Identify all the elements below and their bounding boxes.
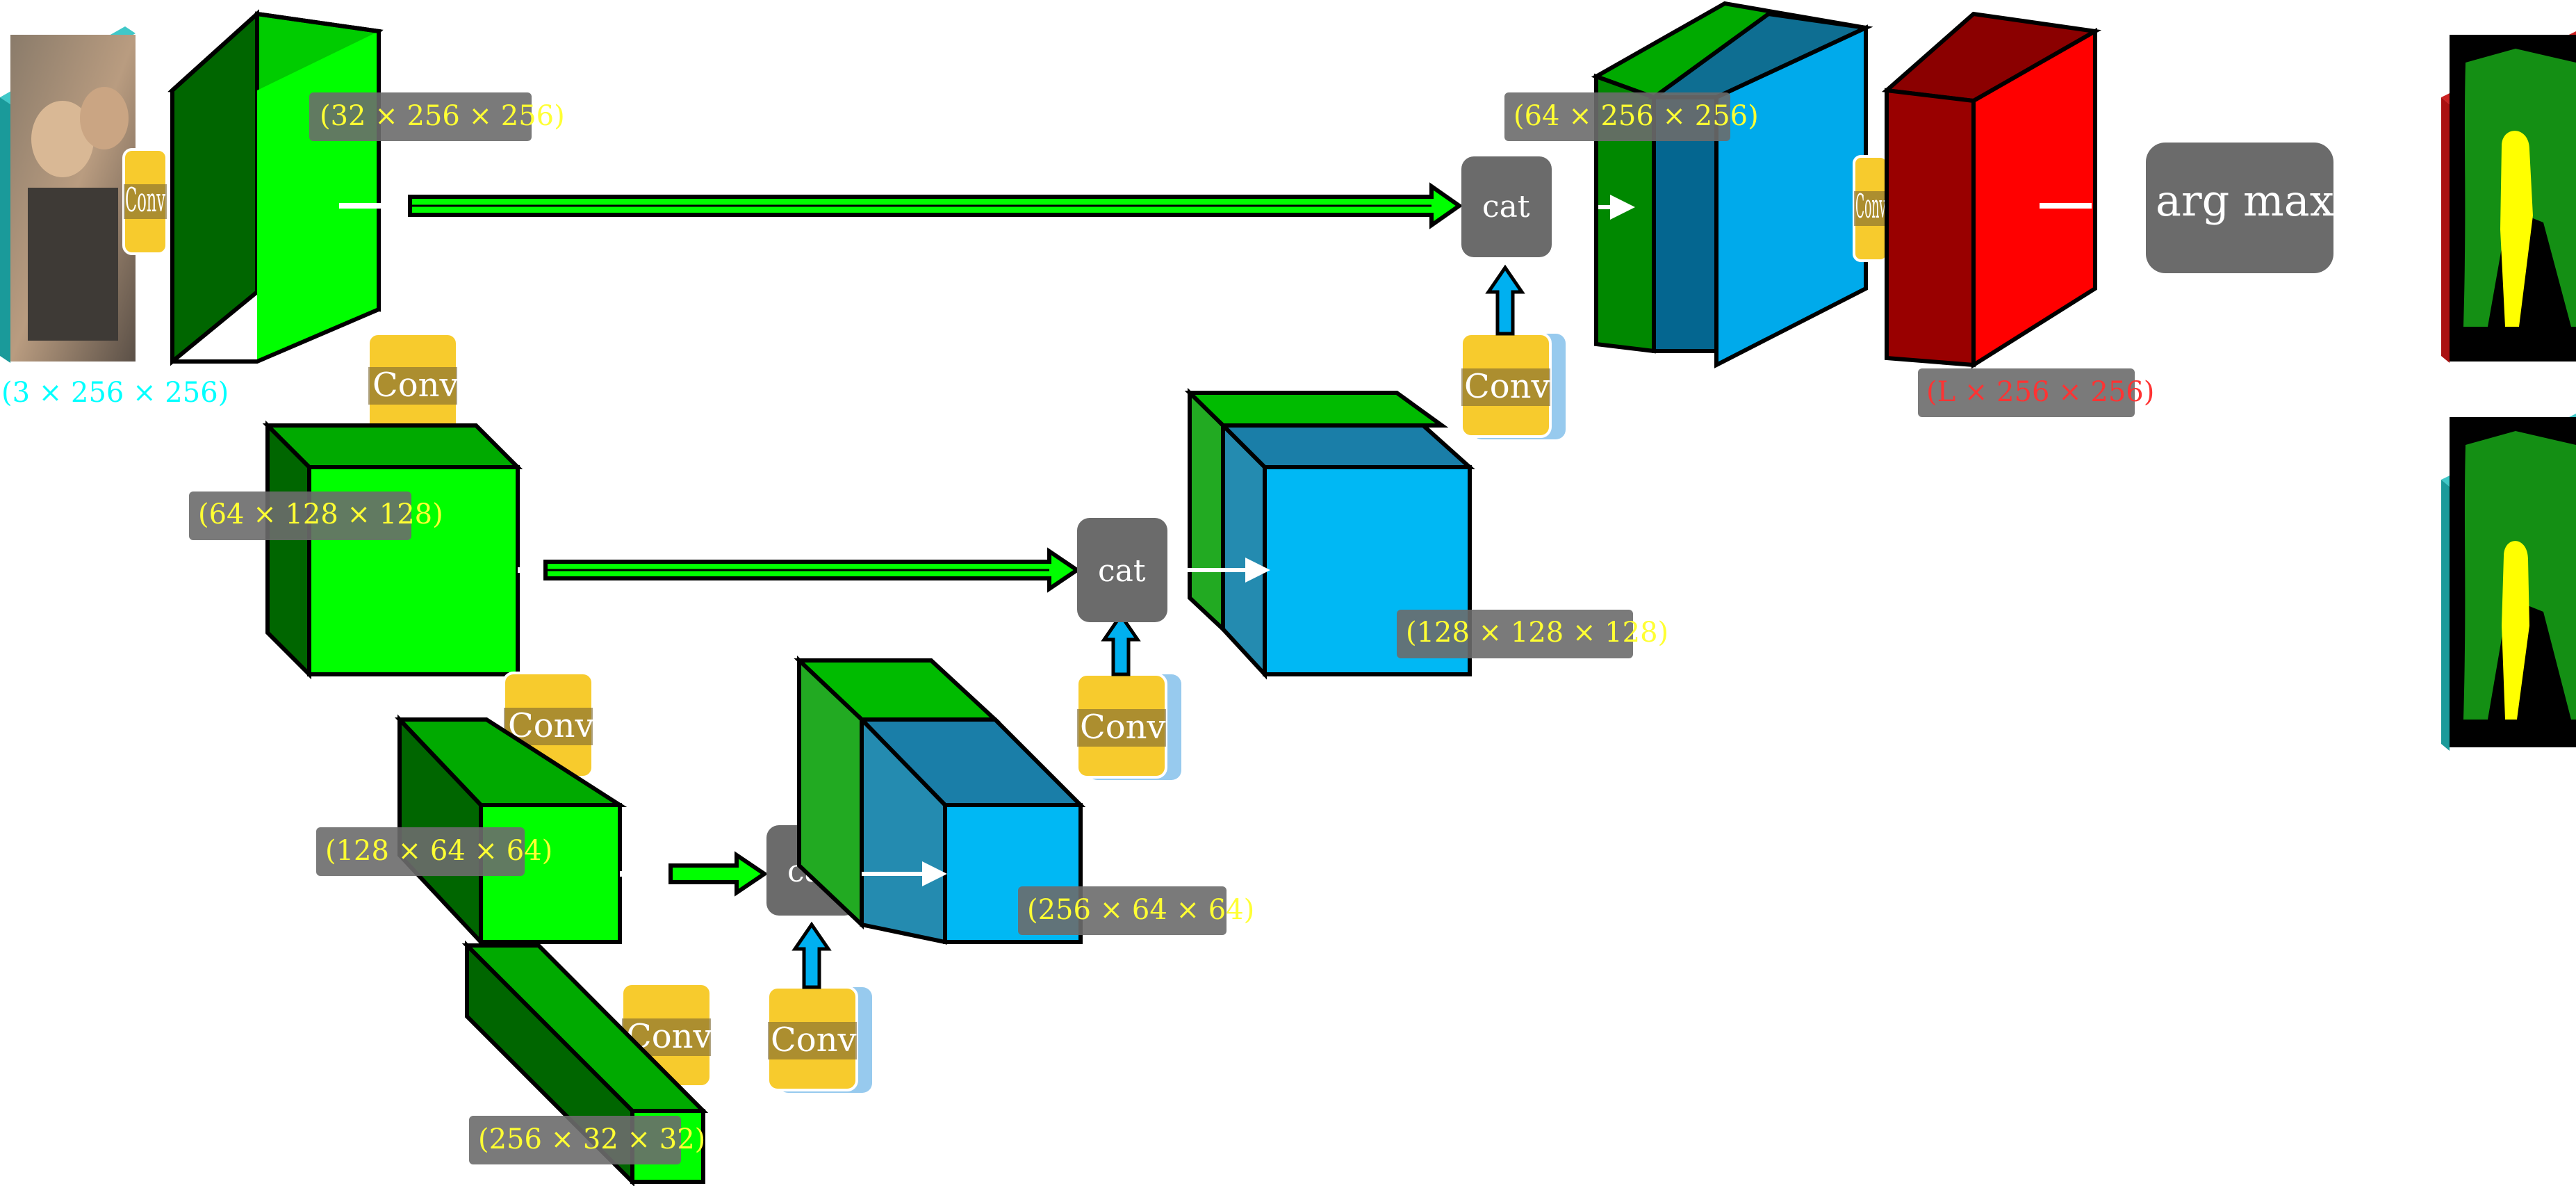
shape-label-e1: (32 × 256 × 256) bbox=[320, 100, 565, 132]
conv-block: Conv bbox=[502, 672, 594, 779]
cat-op: cat bbox=[1461, 156, 1552, 257]
shape-label-e2: (64 × 128 × 128) bbox=[198, 498, 443, 530]
shape-label-e3: (128 × 64 × 64) bbox=[325, 835, 552, 867]
conv-label: Conv bbox=[1080, 708, 1166, 747]
shape-label-d2: (128 × 128 × 128) bbox=[1406, 617, 1668, 649]
predicted-mask-image bbox=[2441, 31, 2576, 363]
upconv-block: Conv bbox=[1460, 332, 1566, 439]
conv-block: Conv bbox=[367, 332, 459, 436]
input-image bbox=[0, 26, 136, 363]
conv-label: Conv bbox=[125, 181, 165, 220]
ground-truth-mask-image bbox=[2441, 414, 2576, 751]
input-shape-label: (3 × 256 × 256) bbox=[1, 377, 229, 409]
shape-label-out: (L × 256 × 256) bbox=[1926, 376, 2154, 408]
shape-label-d1: (64 × 256 × 256) bbox=[1513, 100, 1759, 132]
conv-label: Conv bbox=[372, 366, 459, 405]
decoder-block-3 bbox=[794, 656, 1086, 945]
encoder-block-1 bbox=[167, 9, 384, 366]
upconv-block: Conv bbox=[1076, 673, 1181, 780]
shape-label-e4: (256 × 32 × 32) bbox=[478, 1123, 705, 1155]
conv-block: Conv bbox=[122, 148, 168, 255]
upconv-block: Conv bbox=[766, 986, 872, 1093]
decoder-block-1 bbox=[1591, 1, 1873, 368]
conv-label: Conv bbox=[1464, 367, 1550, 406]
output-block bbox=[1881, 11, 2102, 369]
conv-block: Conv bbox=[1853, 155, 1889, 262]
cat-label: cat bbox=[1482, 189, 1530, 225]
argmax-label: arg max bbox=[2156, 175, 2334, 226]
conv-label: Conv bbox=[771, 1021, 857, 1059]
shape-label-d3: (256 × 64 × 64) bbox=[1027, 894, 1254, 926]
cat-op: cat bbox=[1077, 518, 1167, 622]
conv-label: Conv bbox=[508, 706, 594, 745]
cat-label: cat bbox=[1098, 553, 1146, 589]
argmax-op: arg max bbox=[2146, 143, 2334, 273]
encoder-block-2 bbox=[262, 420, 523, 680]
conv-label: Conv bbox=[1855, 187, 1886, 226]
